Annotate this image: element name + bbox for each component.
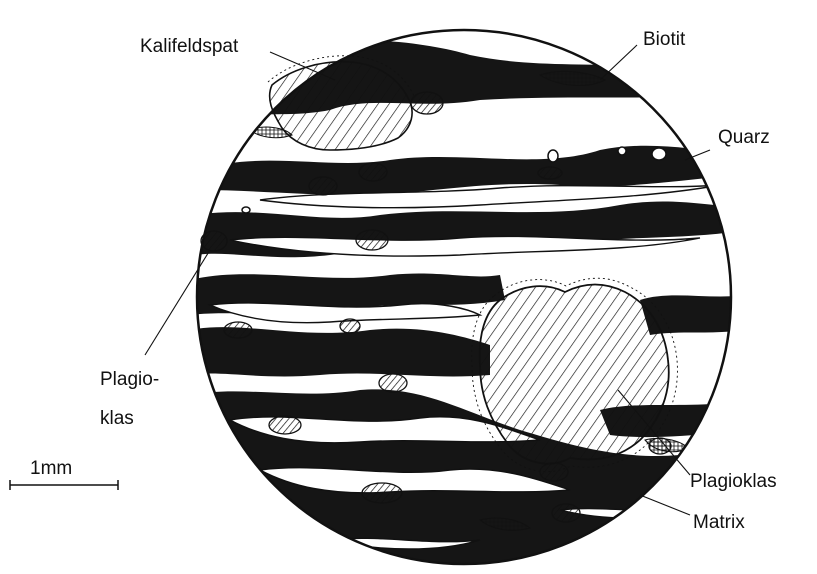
label-biotit: Biotit [643,29,686,50]
label-plagioklas-right: Plagioklas [690,471,777,492]
scale-bar: 1mm [10,458,118,490]
label-kalifeldspat: Kalifeldspat [140,36,239,57]
label-quarz: Quarz [718,127,770,148]
label-plagioklas-left-line2: klas [100,408,134,429]
microscope-field [190,25,745,574]
scale-bar-label: 1mm [30,458,72,479]
label-matrix: Matrix [693,512,745,533]
label-plagioklas-left-line1: Plagio- [100,369,159,390]
